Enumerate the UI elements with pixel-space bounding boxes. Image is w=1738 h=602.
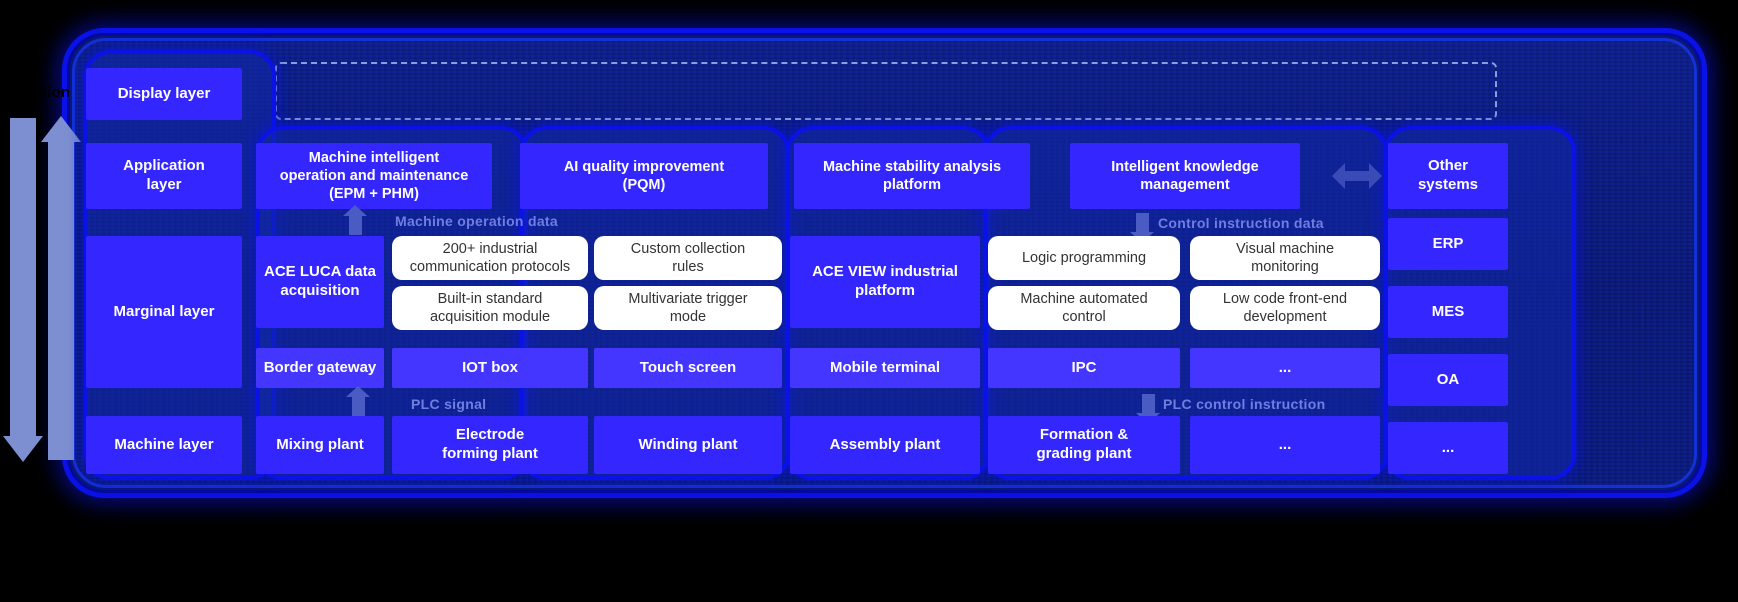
control-instruction-data-arrow	[1130, 213, 1154, 243]
layer-box-application[interactable]: Application layer	[86, 143, 242, 209]
other-systems-item-more[interactable]: ...	[1388, 422, 1508, 474]
device-box-iot-box[interactable]: IOT box	[392, 348, 588, 388]
layer-box-display[interactable]: Display layer	[86, 68, 242, 120]
device-box-border-gateway[interactable]: Border gateway	[256, 348, 384, 388]
plc-signal-arrow	[346, 386, 370, 416]
machine-box-winding-plant[interactable]: Winding plant	[594, 416, 782, 474]
feature-box-machine-automated-control[interactable]: Machine automated control	[988, 286, 1180, 330]
device-box-more[interactable]: ...	[1190, 348, 1380, 388]
feature-box-builtin-acquisition-module[interactable]: Built-in standard acquisition module	[392, 286, 588, 330]
flow-label-plc-signal: PLC signal	[411, 396, 487, 412]
layer-box-marginal[interactable]: Marginal layer	[86, 236, 242, 388]
layer-box-machine[interactable]: Machine layer	[86, 416, 242, 474]
upward-flow-arrow-shaft	[48, 140, 74, 460]
machine-box-mixing-plant[interactable]: Mixing plant	[256, 416, 384, 474]
machine-box-electrode-forming-plant[interactable]: Electrode forming plant	[392, 416, 588, 474]
app-box-stability-analysis[interactable]: Machine stability analysis platform	[794, 143, 1030, 209]
flow-label-machine-operation-data: Machine operation data	[395, 213, 558, 229]
platform-box-ace-luca[interactable]: ACE LUCA data acquisition	[256, 236, 384, 328]
bidirectional-arrow-to-other-systems	[1332, 163, 1382, 189]
feature-box-communication-protocols[interactable]: 200+ industrial communication protocols	[392, 236, 588, 280]
feature-box-visual-machine-monitoring[interactable]: Visual machine monitoring	[1190, 236, 1380, 280]
other-systems-item-erp[interactable]: ERP	[1388, 218, 1508, 270]
downward-flow-arrow-head	[3, 436, 43, 462]
feature-box-custom-collection-rules[interactable]: Custom collection rules	[594, 236, 782, 280]
other-systems-item-oa[interactable]: OA	[1388, 354, 1508, 406]
display-layer-dashed-rail	[275, 62, 1497, 120]
downward-flow-arrow-shaft	[10, 118, 36, 438]
machine-box-assembly-plant[interactable]: Assembly plant	[790, 416, 980, 474]
machine-box-more[interactable]: ...	[1190, 416, 1380, 474]
left-partial-label: tion	[42, 84, 71, 101]
app-box-knowledge-management[interactable]: Intelligent knowledge management	[1070, 143, 1300, 209]
device-box-ipc[interactable]: IPC	[988, 348, 1180, 388]
plc-control-instruction-arrow	[1136, 394, 1160, 424]
app-box-ai-quality[interactable]: AI quality improvement (PQM)	[520, 143, 768, 209]
flow-label-plc-control-instruction: PLC control instruction	[1163, 396, 1326, 412]
other-systems-header[interactable]: Other systems	[1388, 143, 1508, 209]
device-box-mobile-terminal[interactable]: Mobile terminal	[790, 348, 980, 388]
other-systems-item-mes[interactable]: MES	[1388, 286, 1508, 338]
machine-box-formation-grading-plant[interactable]: Formation & grading plant	[988, 416, 1180, 474]
upward-flow-arrow-head	[41, 116, 81, 142]
feature-box-logic-programming[interactable]: Logic programming	[988, 236, 1180, 280]
app-box-epm-phm[interactable]: Machine intelligent operation and mainte…	[256, 143, 492, 209]
machine-operation-data-arrow	[343, 205, 367, 235]
platform-box-ace-view[interactable]: ACE VIEW industrial platform	[790, 236, 980, 328]
device-box-touch-screen[interactable]: Touch screen	[594, 348, 782, 388]
feature-box-multivariate-trigger-mode[interactable]: Multivariate trigger mode	[594, 286, 782, 330]
flow-label-control-instruction-data: Control instruction data	[1158, 215, 1324, 231]
feature-box-low-code-development[interactable]: Low code front-end development	[1190, 286, 1380, 330]
